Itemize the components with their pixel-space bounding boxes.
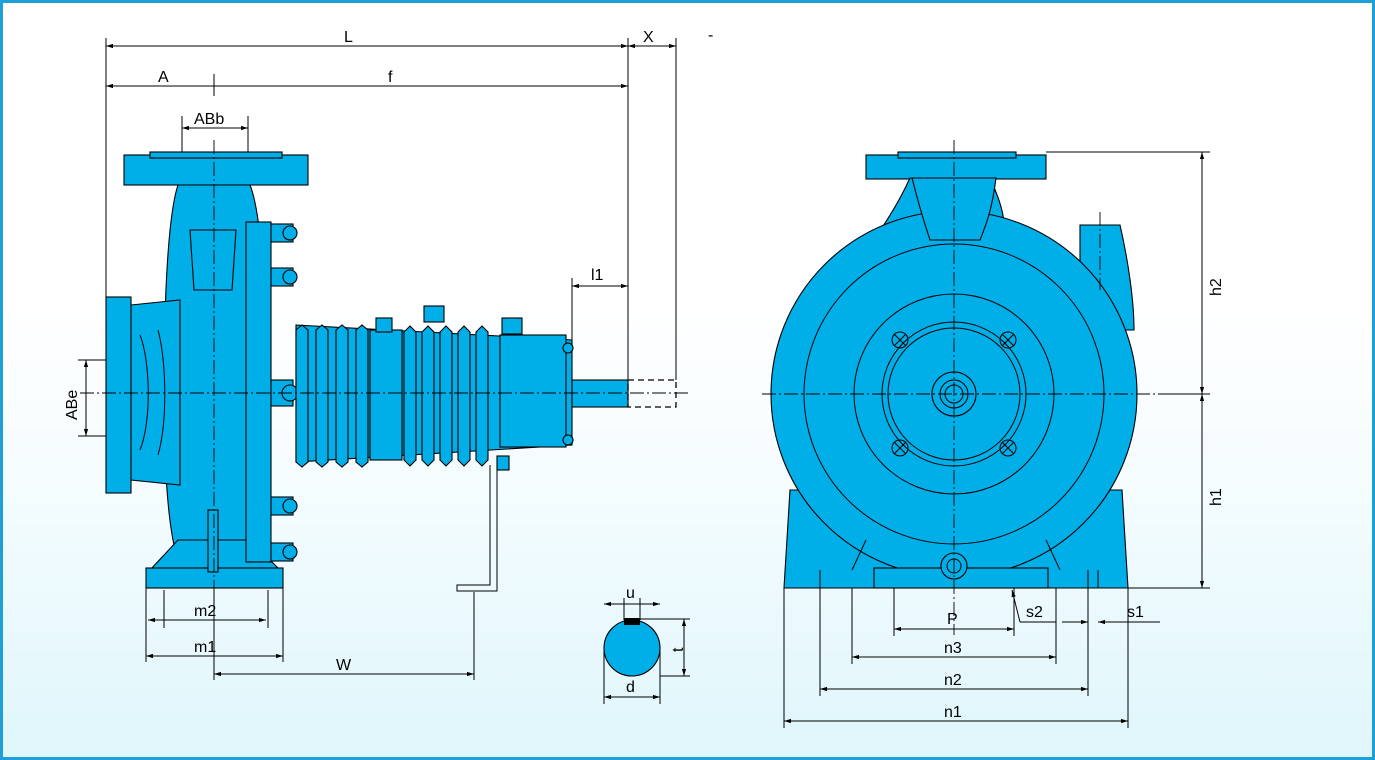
label-X: X bbox=[643, 29, 654, 46]
front-view-dimensions bbox=[783, 151, 1210, 728]
label-n1: n1 bbox=[944, 704, 962, 721]
cooling-fins bbox=[295, 324, 489, 468]
label-m2: m2 bbox=[194, 603, 216, 620]
label-s1: s1 bbox=[1127, 604, 1144, 621]
side-view-dimensions bbox=[78, 38, 677, 680]
label-s2: s2 bbox=[1026, 604, 1043, 621]
label-h2: h2 bbox=[1208, 278, 1225, 296]
label-h1: h1 bbox=[1208, 488, 1225, 506]
label-u: u bbox=[626, 585, 635, 602]
label-d: d bbox=[626, 679, 635, 696]
label-m1: m1 bbox=[194, 639, 216, 656]
label-ABb: ABb bbox=[194, 111, 224, 128]
front-view-labels: h2 h1 P s2 s1 n3 n2 n1 bbox=[944, 278, 1225, 721]
stray-mark: - bbox=[708, 27, 713, 44]
label-f: f bbox=[388, 69, 393, 86]
shaft-cross-section: u t d bbox=[603, 585, 690, 704]
label-l1: l1 bbox=[591, 267, 604, 284]
pump-front-view bbox=[762, 140, 1170, 635]
label-n3: n3 bbox=[944, 640, 962, 657]
label-L: L bbox=[344, 29, 353, 46]
side-view-labels: L X - A f ABb l1 ABe m2 m1 W bbox=[64, 27, 713, 674]
label-W: W bbox=[336, 657, 352, 674]
cover-bolts bbox=[891, 331, 1017, 457]
casing-bolts bbox=[270, 223, 299, 562]
label-A: A bbox=[158, 69, 169, 86]
label-n2: n2 bbox=[944, 672, 962, 689]
label-P: P bbox=[947, 611, 958, 628]
label-t: t bbox=[670, 647, 687, 652]
pump-side-view bbox=[80, 140, 690, 592]
label-ABe: ABe bbox=[64, 390, 81, 420]
